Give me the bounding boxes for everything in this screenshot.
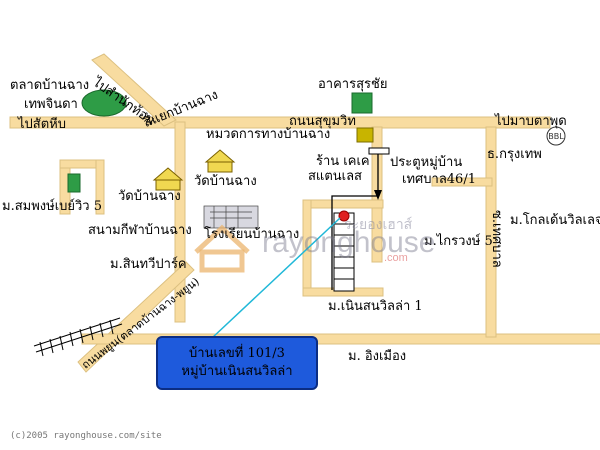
watermark-thai: ระยองเฮาส์ bbox=[344, 217, 413, 233]
kk-shop-icon bbox=[356, 127, 374, 143]
label-highway-district: หมวดการทางบ้านฉาง bbox=[206, 127, 331, 142]
callout-pointer bbox=[211, 217, 341, 339]
address-callout: บ้านเลขที่ 101/3 หมู่บ้านเนินสนวิลล่า bbox=[156, 336, 318, 390]
label-wat-ban-chang-1: วัดบ้านฉาง bbox=[118, 189, 181, 204]
label-sukhumvit-road: ถนนสุขุมวิท bbox=[289, 114, 356, 129]
destination-marker bbox=[338, 210, 350, 222]
label-somphong: ม.สมพงษ์เบย์วิว 5 bbox=[2, 199, 103, 214]
label-market: ตลาดบ้านฉาง bbox=[10, 78, 90, 93]
rayonghouse-logo-icon bbox=[194, 224, 250, 273]
surachai-building-icon bbox=[351, 92, 373, 114]
label-building-surachai: อาคารสุรชัย bbox=[318, 77, 388, 92]
krungthep-bank-logo bbox=[546, 126, 566, 146]
school-icon bbox=[203, 205, 259, 229]
label-shop: ร้าน เคเค bbox=[316, 154, 370, 169]
label-to-sattahip: ไปสัตหีบ bbox=[18, 117, 66, 132]
label-gate: ประตูหมู่บ้าน bbox=[390, 155, 463, 170]
market-tree-icon bbox=[81, 89, 127, 117]
road-soi-tessaban bbox=[485, 126, 497, 338]
village-gate-icon bbox=[368, 147, 390, 155]
label-kraiwong: ม.ไกรวงษ์ 5 bbox=[424, 234, 493, 249]
road-somphong-right bbox=[95, 159, 105, 215]
label-sinthawee: ม.สินทวีปาร์ค bbox=[110, 257, 187, 272]
road-sukhumvit bbox=[9, 116, 551, 129]
label-stainless: สแตนเลส bbox=[308, 169, 362, 184]
label-thephinda: เทพจินดา bbox=[24, 97, 78, 112]
road-village-loop bbox=[302, 199, 384, 209]
temple-icon-2 bbox=[204, 149, 236, 173]
label-krungthep-bank: ธ.กรุงเทพ bbox=[487, 147, 542, 162]
label-noen-villa: ม.เนินสนวิลล่า 1 bbox=[328, 299, 423, 314]
somphong-building-icon bbox=[67, 173, 81, 193]
temple-icon bbox=[152, 167, 184, 191]
route-arrow bbox=[374, 190, 382, 200]
watermark-domain: .com bbox=[384, 252, 408, 264]
label-soi-tessaban: ซ.เทศบาล bbox=[489, 210, 504, 268]
svg-text:BBL: BBL bbox=[548, 132, 564, 141]
route-line bbox=[331, 150, 379, 290]
road-intersection-south bbox=[174, 121, 186, 323]
callout-house-number: บ้านเลขที่ 101/3 bbox=[189, 346, 285, 361]
road-klongton bbox=[431, 177, 493, 187]
watermark-brand: rayonghouse bbox=[262, 226, 436, 259]
railroad bbox=[33, 317, 123, 357]
callout-village-name: หมู่บ้านเนินสนวิลล่า bbox=[181, 364, 293, 379]
label-school: โรงเรียนบ้านฉาง bbox=[204, 227, 300, 242]
label-municipality: เทศบาล46/1 bbox=[402, 172, 476, 187]
label-to-map-ta-phut: ไปมาบตาพุด bbox=[495, 114, 567, 129]
label-wat-ban-chang-2: วัดบ้านฉาง bbox=[194, 174, 257, 189]
copyright-text: (c)2005 rayonghouse.com/site bbox=[10, 431, 162, 441]
label-klongton: ม.โกลเด้นวิลเลจ bbox=[510, 213, 600, 228]
label-ing-mueang: ม. อิงเมือง bbox=[348, 349, 407, 364]
label-stadium: สนามกีฬาบ้านฉาง bbox=[88, 223, 192, 238]
road-to-samnak-thon bbox=[91, 53, 177, 127]
